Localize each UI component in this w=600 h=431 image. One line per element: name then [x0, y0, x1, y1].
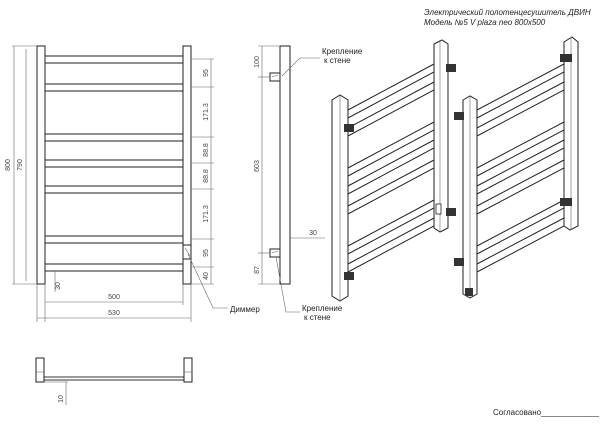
top-view-right-post: [183, 357, 193, 383]
side-mount-top: [269, 72, 281, 82]
iso-left-mount: [344, 124, 354, 132]
dim-side-top: 100: [254, 56, 261, 68]
dim-800: 800: [5, 159, 12, 171]
front-bar: [44, 83, 184, 92]
iso-left-mount: [446, 208, 456, 216]
iso-right-mount: [454, 112, 464, 120]
mount-label-top-line-2: к стене: [324, 56, 351, 65]
front-bar: [44, 235, 184, 244]
iso-bar: [347, 159, 435, 215]
front-bar: [44, 133, 184, 142]
dimmer-box: [182, 244, 192, 260]
iso-bar: [347, 199, 435, 255]
dim-spacing-b: 171.3: [203, 103, 210, 121]
iso-bar: [347, 81, 435, 137]
side-mount-bottom: [269, 248, 281, 258]
iso-left-back-post: [433, 39, 449, 233]
mount-label-bottom: Крепление к стене: [302, 304, 342, 322]
iso-bar: [476, 217, 565, 273]
dimmer-leader: [187, 253, 228, 309]
front-bar: [44, 185, 184, 194]
dim-530: 530: [108, 310, 120, 317]
iso-bar: [347, 217, 435, 273]
title-line-2: Модель №5 V plaza neo 800x500: [424, 18, 546, 27]
front-bars: [44, 55, 184, 272]
approval-label: Согласовано_____________: [493, 408, 599, 417]
iso-bar: [476, 63, 565, 119]
iso-left-mount: [344, 272, 354, 280]
iso-right-mount: [454, 258, 464, 266]
iso-left-mount: [446, 64, 456, 72]
dim-spacing-f: 95: [203, 249, 210, 257]
side-post: [279, 45, 291, 285]
isometric-view-right: [454, 36, 579, 299]
iso-bar: [347, 121, 435, 177]
title-line-1: Электрический полотенцесушитель ДВИН: [424, 8, 591, 17]
dim-side-bottom: 87: [254, 266, 261, 274]
dim-790: 790: [17, 159, 24, 171]
iso-right-mount: [560, 54, 572, 62]
side-mount-mark: [271, 250, 279, 254]
mount-label-top-line-1: Крепление: [322, 47, 363, 56]
dim-spacing-e: 171.3: [203, 205, 210, 223]
dim-bottom-offset: 30: [55, 282, 62, 290]
dim-side-mid: 603: [254, 160, 261, 172]
dim-spacing-c: 88.8: [203, 143, 210, 157]
side-view: 100 603 87 30: [254, 45, 325, 313]
dim-top-view-depth: 10: [58, 395, 65, 403]
iso-bar: [476, 139, 565, 195]
iso-bar: [476, 199, 565, 255]
mount-leader-bottom: [275, 256, 300, 313]
mount-leader-top: [281, 57, 320, 77]
front-bar: [44, 159, 184, 168]
iso-bar: [476, 81, 565, 137]
dim-spacing-d: 88.8: [203, 169, 210, 183]
top-view-left-post: [35, 357, 45, 383]
dim-side-depth: 30: [309, 230, 317, 237]
side-mount-mark: [271, 74, 279, 78]
front-bar: [44, 263, 184, 272]
iso-bar: [347, 63, 435, 119]
dim-spacing-g: 40: [203, 272, 210, 280]
dimmer-mark: [184, 247, 191, 257]
mount-label-bottom-line-1: Крепление: [302, 304, 343, 313]
top-view: 10: [35, 357, 193, 405]
iso-dimmer: [435, 203, 442, 215]
front-view: 800 790 95 171.3 88.8 88.8 171.3 95 40 5…: [5, 45, 228, 322]
front-bar: [44, 55, 184, 64]
iso-bar: [476, 121, 565, 177]
dimmer-label: Диммер: [230, 305, 260, 314]
mount-label-top: Крепление к стене: [322, 47, 362, 65]
mount-label-bottom-line-2: к стене: [304, 313, 331, 322]
iso-bar: [347, 139, 435, 195]
iso-left-bars: [347, 63, 435, 273]
isometric-view-left: [331, 39, 456, 302]
iso-bar: [476, 159, 565, 215]
iso-right-bars: [476, 63, 565, 273]
dim-500: 500: [108, 294, 120, 301]
dim-spacing-a: 95: [203, 69, 210, 77]
iso-right-foot: [465, 288, 473, 296]
front-left-post: [36, 45, 46, 285]
iso-right-mount: [560, 198, 572, 206]
